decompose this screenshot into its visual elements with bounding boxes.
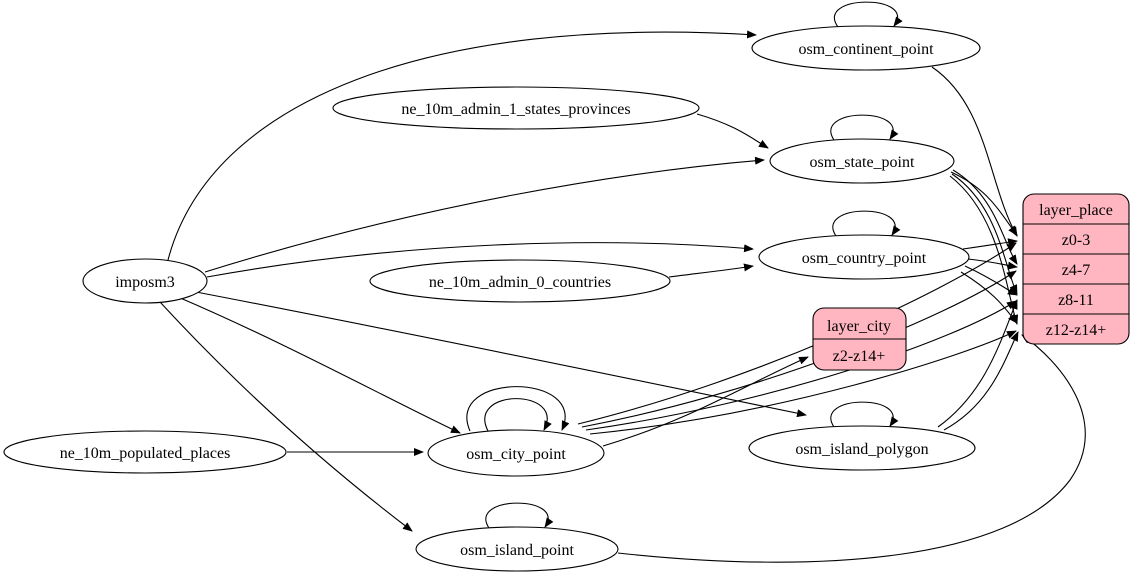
node-osm-island-polygon-label: osm_island_polygon — [795, 441, 928, 458]
record-layer-place-row-z8-11: z8-11 — [1058, 292, 1094, 309]
edge-osm-state-point-self — [830, 114, 899, 141]
edge-osm-state-point-z8-11 — [951, 173, 1018, 295]
edge-osm-state-point-z0-3 — [950, 171, 1018, 236]
edge-osm-continent-point-z0-3 — [931, 66, 1018, 237]
edge-osm-city-point-self-inner — [484, 398, 552, 432]
edge-osm-country-point-self — [832, 210, 901, 237]
edge-osm-city-point-self-outer — [466, 386, 570, 432]
node-ne-10m-admin-1-states-provinces-shape — [332, 86, 700, 130]
node-imposm3: imposm3 — [82, 258, 208, 304]
edge-osm-city-point-z12-z14 — [589, 330, 1017, 435]
edge-osm-island-point-self — [485, 502, 554, 529]
node-osm-country-point-label: osm_country_point — [802, 250, 927, 267]
edge-osm-island-point-z12-z14 — [617, 334, 1086, 563]
record-layer-place-row-z0-3: z0-3 — [1062, 232, 1090, 249]
edge-osm-country-point-z4-7 — [967, 258, 1018, 270]
edge-osm-state-point-z4-7 — [952, 169, 1018, 265]
node-osm-island-polygon-shape — [748, 425, 976, 471]
node-osm-island-point-label: osm_island_point — [460, 542, 574, 559]
node-osm-state-point: osm_state_point — [769, 138, 955, 184]
record-layer-city-row-z2-z14: z2-z14+ — [833, 348, 886, 365]
node-osm-continent-point-label: osm_continent_point — [798, 41, 934, 58]
edge-osm-continent-point-self — [834, 1, 903, 28]
node-osm-city-point: osm_city_point — [427, 429, 605, 477]
edge-imposm3-osm-city-point — [177, 296, 461, 434]
edge-imposm3-osm-state-point — [204, 156, 765, 273]
record-layer-city-title: layer_city — [827, 318, 891, 335]
edge-osm-city-point-z4-7 — [581, 270, 1017, 428]
edge-imposm3-osm-island-polygon — [195, 291, 807, 418]
record-layer-place-row-z4-7: z4-7 — [1062, 262, 1090, 279]
edge-osm-city-point-layer-city-z2-z14 — [602, 356, 809, 447]
node-ne-10m-admin-0-countries-label: ne_10m_admin_0_countries — [429, 274, 611, 291]
edge-ne-10m-admin-0-countries-osm-country-point — [668, 263, 754, 278]
node-ne-10m-admin-0-countries: ne_10m_admin_0_countries — [369, 259, 671, 303]
node-osm-continent-point: osm_continent_point — [751, 25, 981, 71]
edges-group — [159, 1, 1086, 563]
record-layer-place: layer_place z0-3 z4-7 z8-11 z12-z14+ — [1022, 193, 1130, 345]
record-layer-city: layer_city z2-z14+ — [812, 307, 907, 371]
node-osm-island-polygon: osm_island_polygon — [748, 425, 976, 471]
record-layer-place-title: layer_place — [1039, 202, 1113, 219]
node-osm-country-point: osm_country_point — [758, 234, 970, 280]
node-ne-10m-populated-places-label: ne_10m_populated_places — [60, 445, 231, 462]
edge-osm-city-point-z8-11 — [585, 300, 1017, 431]
node-osm-city-point-label: osm_city_point — [466, 446, 566, 463]
edge-osm-island-polygon-z12-z14 — [943, 331, 1019, 431]
nodes-group: imposm3 osm_continent_point ne_10m_admin… — [3, 25, 981, 572]
node-ne-10m-admin-1-states-provinces: ne_10m_admin_1_states_provinces — [332, 86, 700, 130]
node-ne-10m-admin-1-states-provinces-label: ne_10m_admin_1_states_provinces — [401, 101, 630, 118]
edge-imposm3-osm-country-point — [206, 242, 754, 278]
node-osm-continent-point-shape — [751, 25, 981, 71]
node-osm-city-point-shape — [427, 429, 605, 477]
record-layer-place-box — [1022, 193, 1130, 345]
node-ne-10m-populated-places-shape — [3, 430, 287, 474]
node-osm-island-point: osm_island_point — [415, 526, 619, 572]
edge-osm-country-point-z0-3 — [962, 238, 1018, 250]
node-osm-state-point-shape — [769, 138, 955, 184]
edge-imposm3-osm-continent-point — [167, 30, 757, 261]
edge-osm-island-polygon-z8-11 — [937, 299, 1018, 428]
edge-ne-10m-admin-1-states-provinces-osm-state-point — [696, 113, 769, 149]
node-ne-10m-admin-0-countries-shape — [369, 259, 671, 303]
record-layer-place-row-z12-z14: z12-z14+ — [1046, 322, 1107, 339]
edge-imposm3-osm-island-point — [159, 301, 413, 532]
edge-osm-country-point-z12-z14 — [960, 271, 1018, 324]
node-imposm3-shape — [82, 258, 208, 304]
node-osm-country-point-shape — [758, 234, 970, 280]
node-osm-state-point-label: osm_state_point — [810, 154, 915, 171]
node-ne-10m-populated-places: ne_10m_populated_places — [3, 430, 287, 474]
node-osm-island-point-shape — [415, 526, 619, 572]
node-imposm3-label: imposm3 — [115, 274, 175, 291]
edge-osm-island-polygon-self — [830, 401, 899, 428]
